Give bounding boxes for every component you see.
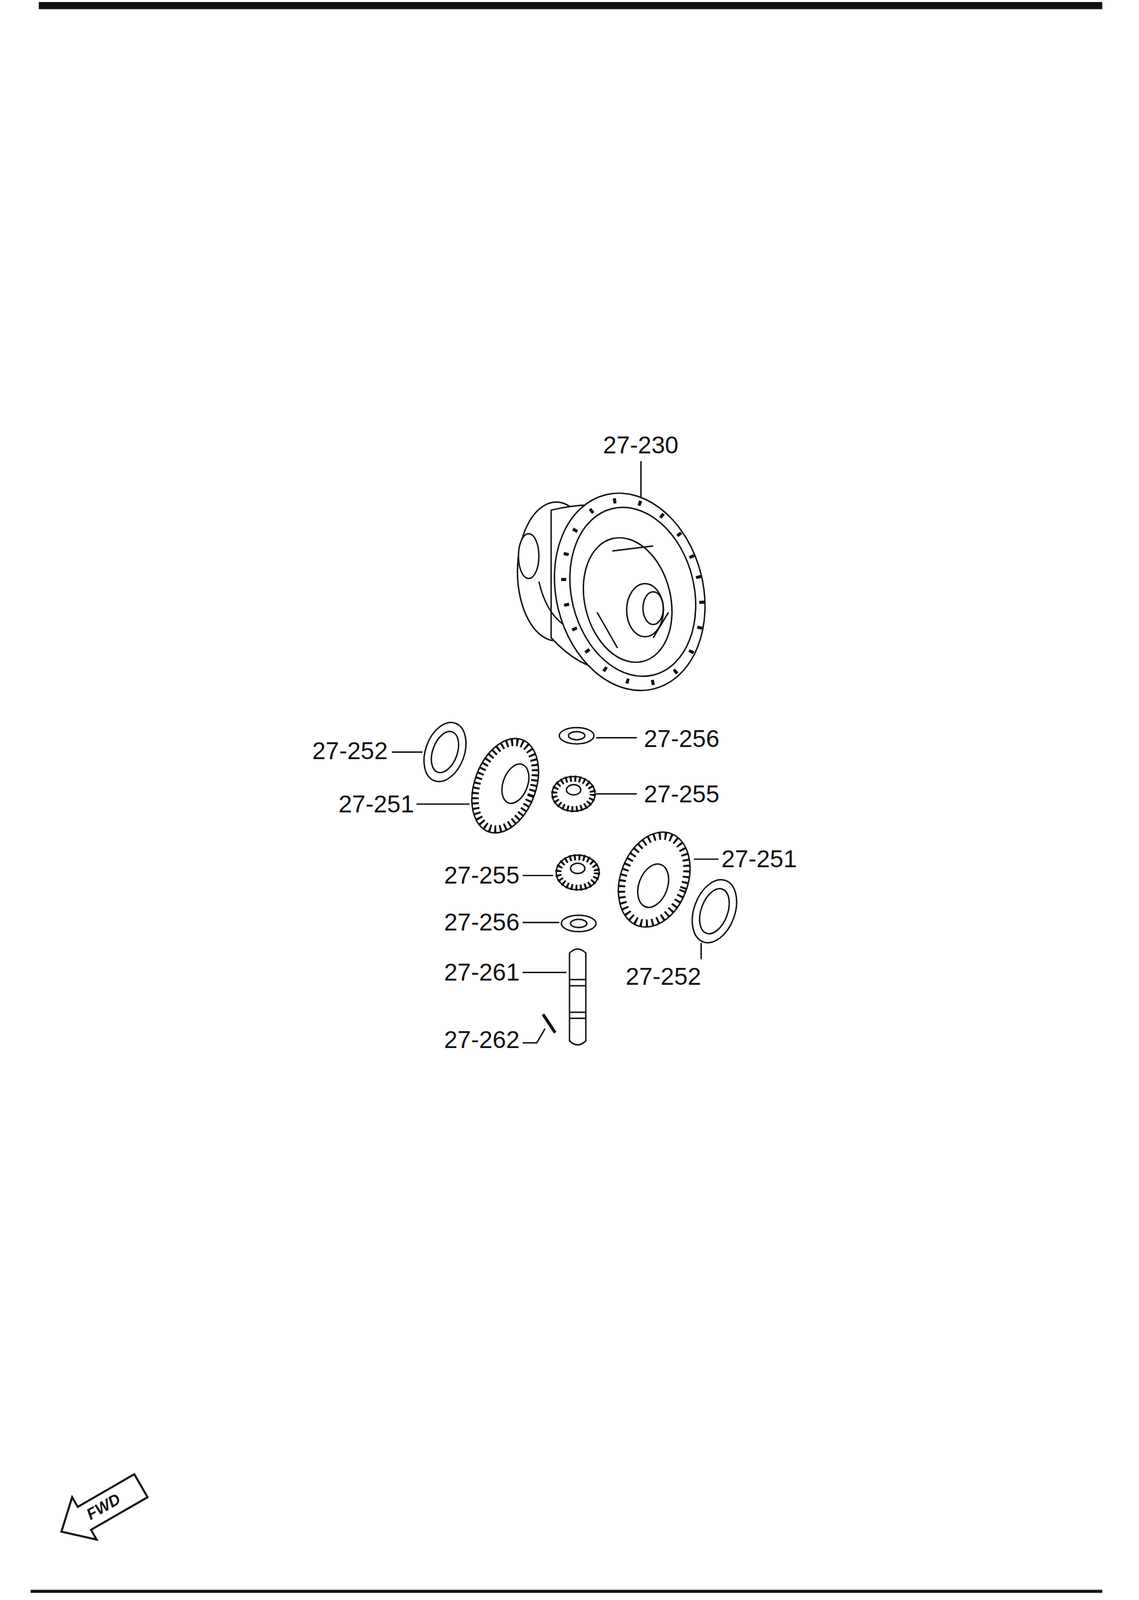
callout-number: 27-251 (721, 846, 797, 872)
callout-number: 27-261 (443, 960, 520, 985)
callout-number: 27-256 (443, 910, 520, 935)
callout-number: 27-251 (338, 792, 414, 817)
callout-number: 27-255 (443, 863, 520, 888)
callout-number: 27-262 (443, 1027, 520, 1052)
callout-number: 27-256 (643, 726, 720, 751)
callout-number: 27-255 (643, 782, 720, 807)
callout-number: 27-230 (602, 432, 679, 458)
callout-number: 27-252 (312, 738, 388, 764)
callout-number: 27-252 (625, 964, 701, 989)
